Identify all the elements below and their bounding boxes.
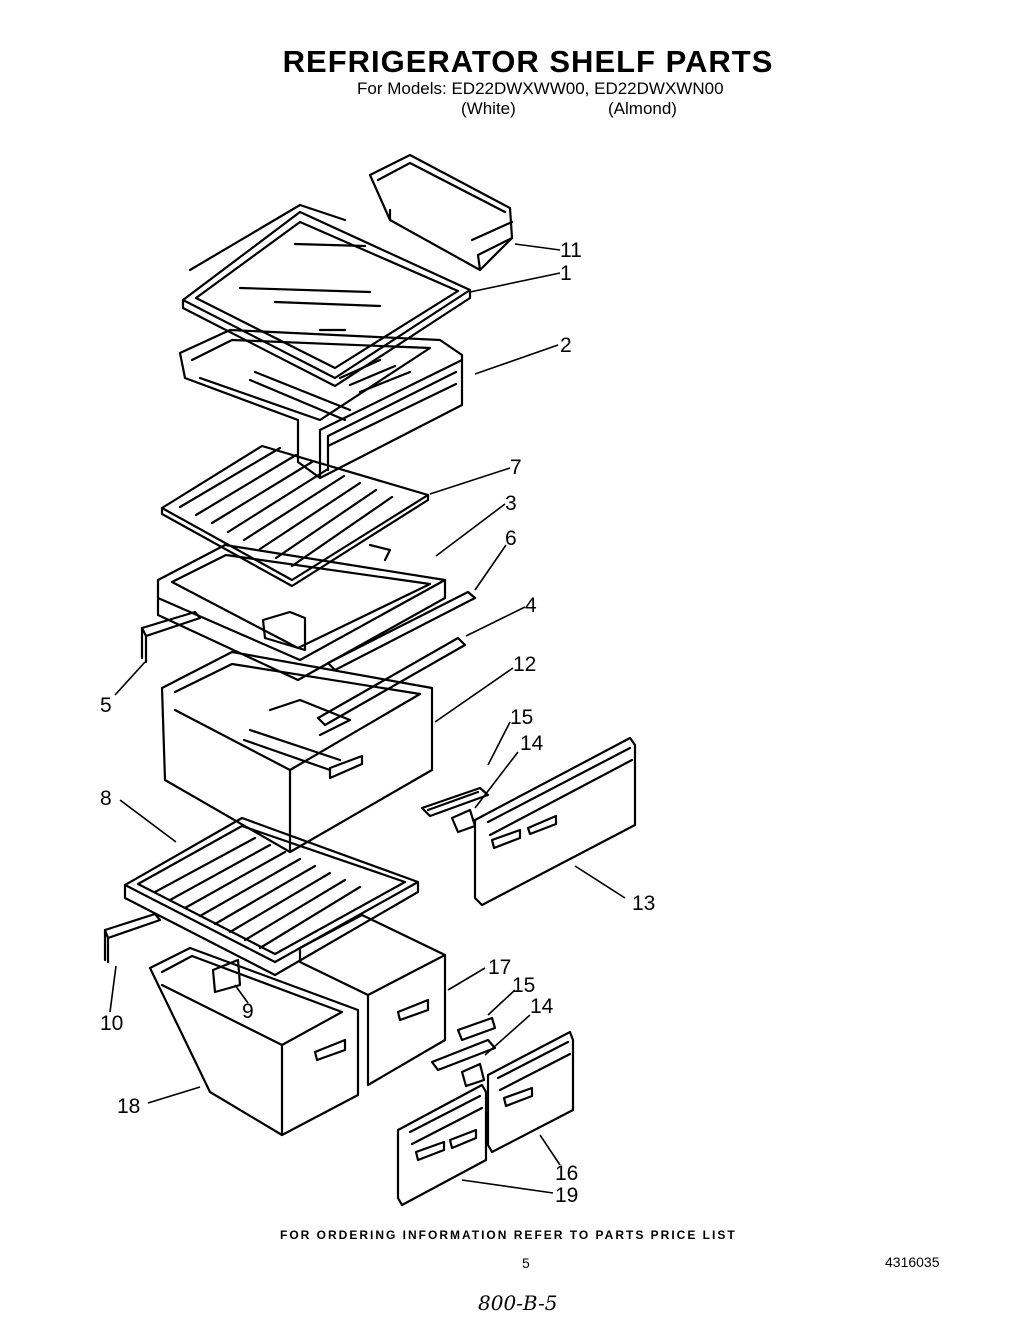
document-number: 4316035 bbox=[885, 1254, 940, 1270]
part-1-glass-shelf bbox=[181, 203, 472, 388]
part-4-rail bbox=[316, 636, 467, 727]
part-8-lower-shelf bbox=[123, 816, 420, 977]
part-10-slide-rail bbox=[103, 912, 162, 964]
part-5-slide bbox=[140, 610, 202, 664]
part-11-bin bbox=[368, 153, 514, 272]
handwritten-note: 800-B-5 bbox=[478, 1291, 558, 1315]
variant-white: (White) bbox=[461, 99, 516, 118]
callout-14-upper: 14 bbox=[520, 732, 544, 755]
part-15-bracket-upper bbox=[420, 786, 490, 818]
callout-15-upper: 15 bbox=[510, 706, 533, 729]
callout-7: 7 bbox=[510, 456, 522, 479]
callout-11: 11 bbox=[560, 239, 582, 262]
callout-5: 5 bbox=[100, 694, 112, 717]
part-13-drawer-front bbox=[473, 736, 637, 907]
callout-numbers: 11 1 2 7 3 6 4 5 12 15 14 13 8 17 15 14 … bbox=[100, 239, 655, 1207]
callout-18: 18 bbox=[117, 1095, 140, 1118]
callout-9: 9 bbox=[242, 1000, 254, 1023]
part-12-crisper-drawer bbox=[160, 650, 434, 854]
callout-12: 12 bbox=[513, 653, 536, 676]
part-6-rail bbox=[326, 590, 477, 672]
part-17-lower-drawer-right bbox=[298, 913, 447, 1087]
part-19-drawer-front bbox=[396, 1083, 488, 1207]
part-2-deli-pan bbox=[178, 328, 464, 480]
leader-lines bbox=[109, 243, 626, 1194]
callout-4: 4 bbox=[525, 594, 537, 617]
callout-10: 10 bbox=[100, 1012, 123, 1035]
part-3-crisper-frame bbox=[156, 543, 447, 682]
part-18-lower-drawer-left bbox=[148, 946, 360, 1137]
part-7-crisper-cover bbox=[160, 444, 430, 588]
part-15-bracket-lower bbox=[430, 1016, 497, 1072]
callout-14-lower: 14 bbox=[530, 995, 554, 1018]
callout-19: 19 bbox=[555, 1184, 578, 1207]
part-14-clip-upper bbox=[450, 808, 477, 834]
callout-1: 1 bbox=[560, 262, 572, 285]
models-line: For Models: ED22DWXWW00, ED22DWXWN00 bbox=[357, 79, 724, 98]
ordering-info: FOR ORDERING INFORMATION REFER TO PARTS … bbox=[280, 1228, 737, 1242]
page-title: REFRIGERATOR SHELF PARTS bbox=[282, 44, 774, 79]
callout-13: 13 bbox=[632, 892, 655, 915]
callout-17: 17 bbox=[488, 956, 511, 979]
callout-3: 3 bbox=[505, 492, 517, 515]
callout-15-lower: 15 bbox=[512, 974, 535, 997]
callout-6: 6 bbox=[505, 527, 517, 550]
part-14-clip-lower bbox=[460, 1062, 486, 1088]
part-16-drawer-front-small bbox=[486, 1030, 575, 1154]
callout-2: 2 bbox=[560, 334, 572, 357]
page-number: 5 bbox=[522, 1255, 530, 1271]
callout-8: 8 bbox=[100, 787, 112, 810]
callout-16: 16 bbox=[555, 1162, 578, 1185]
variant-almond: (Almond) bbox=[608, 99, 677, 118]
